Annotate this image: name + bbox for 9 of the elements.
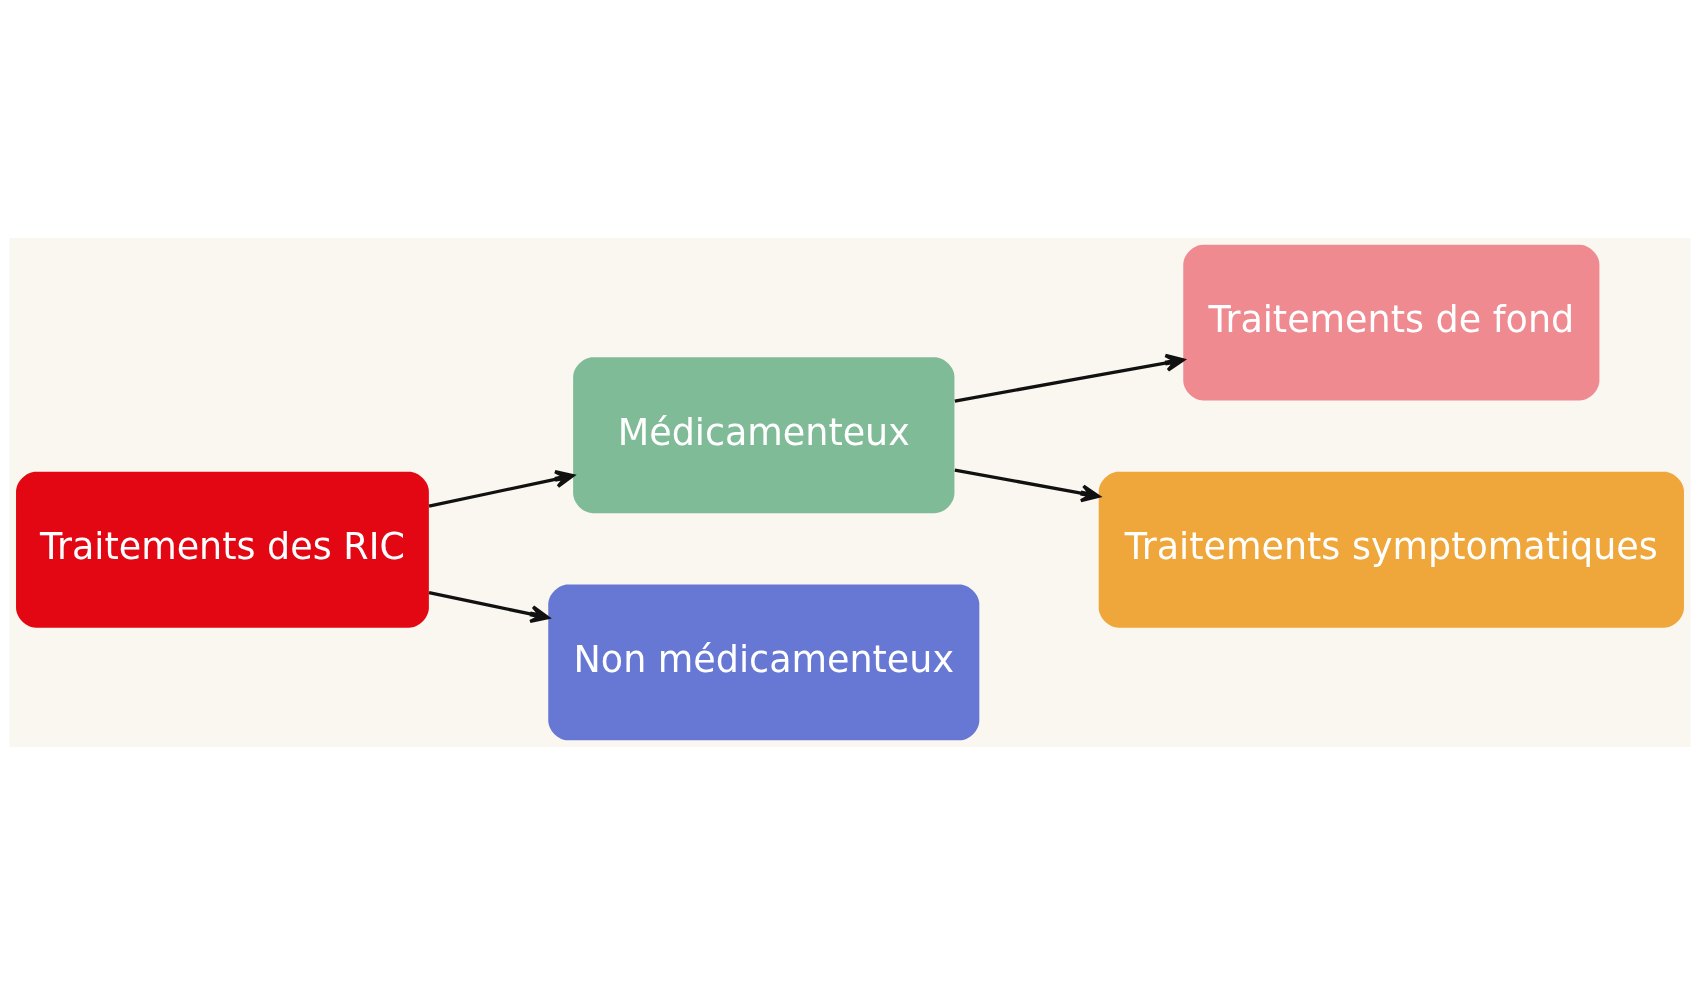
node-box: Non médicamenteux (548, 584, 980, 740)
node-box: Traitements de fond (1183, 244, 1600, 400)
arrow (428, 590, 550, 623)
arrow (428, 469, 575, 508)
node-box: Médicamenteux (573, 356, 955, 513)
node-box: Traitements des RIC (16, 471, 429, 628)
arrow (954, 467, 1101, 502)
node-box: Traitements symptomatiques (1098, 471, 1684, 628)
arrow (954, 353, 1185, 403)
